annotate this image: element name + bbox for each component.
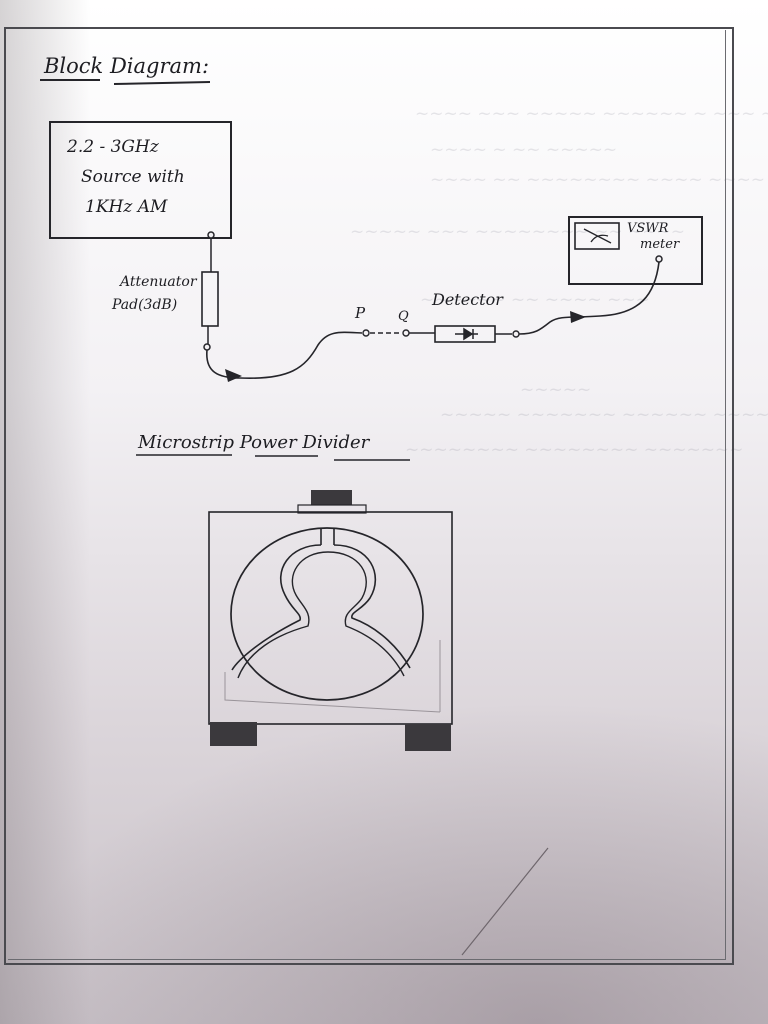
- bleed-through-line: ~~~~ ~ ~~ ~~~~~: [430, 140, 618, 160]
- meter-label: meter: [640, 237, 680, 252]
- board-foot-left: [210, 722, 257, 746]
- point-q-label: Q: [398, 309, 409, 324]
- bleed-through-line: ~~~~~ ~~~ ~~~~~~~~ ~~ ~~~~: [350, 222, 685, 242]
- bleed-through-line: ~~~~ ~~~ ~~~~~ ~~~~~~ ~ ~~~ ~ ~~: [415, 104, 768, 124]
- divider-ring-outer: [230, 527, 424, 701]
- pencil-stroke: [461, 847, 549, 956]
- source-frequency-label: 2.2 - 3GHz: [67, 137, 159, 157]
- divider-loop-outer: [231, 544, 322, 671]
- divider-loop-inner-right: [327, 551, 405, 677]
- divider-loop-inner: [237, 551, 329, 679]
- page-margin-frame-inner: [8, 30, 726, 960]
- vswr-meter-block: [568, 216, 703, 285]
- bleed-through-line: ~~~~~~ ~~ ~~~~ ~~~: [420, 290, 650, 310]
- source-port: [207, 231, 215, 239]
- source-modulation-label: Source with: [81, 167, 185, 187]
- microstrip-underline: [136, 454, 410, 461]
- vswr-cable-arrow: [570, 311, 586, 323]
- diagram-underline: [113, 81, 211, 85]
- bleed-through-line: ~~~~~ ~~~~~~~ ~~~~~~ ~~~~~ ~~~: [440, 405, 768, 425]
- ground-outline-faint: [224, 640, 441, 713]
- attenuator-pad-label: Pad(3dB): [112, 297, 178, 313]
- point-p-label: P: [355, 304, 366, 322]
- vswr-label: VSWR: [627, 221, 669, 236]
- divider-loop-outer-right: [333, 544, 411, 669]
- source-am-label: 1KHz AM: [85, 197, 168, 217]
- detector-to-vswr-cable: [518, 261, 660, 335]
- board-foot-right: [405, 724, 451, 751]
- page-shadow: [0, 0, 90, 1024]
- connector-flange: [297, 504, 367, 514]
- cable-arrow: [225, 369, 242, 382]
- detector-output-port: [512, 330, 520, 338]
- block-diagram-heading: Block Diagram:: [44, 54, 210, 78]
- detector-label: Detector: [432, 290, 503, 309]
- attenuator-pad: [201, 271, 219, 327]
- port-p: [362, 329, 370, 337]
- meter-needle: [583, 228, 612, 244]
- bleed-through-line: ~~~~~~~~ ~~~~~~~~ ~~~~~~~: [405, 440, 744, 460]
- connector-top: [311, 490, 352, 505]
- attenuator-to-p-cable: [206, 331, 363, 379]
- microstrip-heading: Microstrip Power Divider: [138, 432, 370, 453]
- diode-symbol: [455, 327, 478, 341]
- page-shadow-bottom: [0, 700, 768, 1024]
- vswr-input-port: [655, 255, 663, 263]
- attenuator-port: [203, 343, 211, 351]
- attenuator-label: Attenuator: [120, 274, 197, 290]
- substrate-board: [208, 511, 453, 725]
- page-margin-frame: [4, 27, 734, 965]
- source-block: 2.2 - 3GHz Source with 1KHz AM: [49, 121, 232, 239]
- port-q: [402, 329, 410, 337]
- meter-display: [574, 222, 620, 250]
- feed-line: [320, 528, 335, 545]
- bleed-through-line: ~~~~~: [520, 380, 592, 400]
- bleed-through-line: ~~~~ ~~ ~~~~~~~~ ~~~~ ~~~~ ~~: [430, 170, 768, 190]
